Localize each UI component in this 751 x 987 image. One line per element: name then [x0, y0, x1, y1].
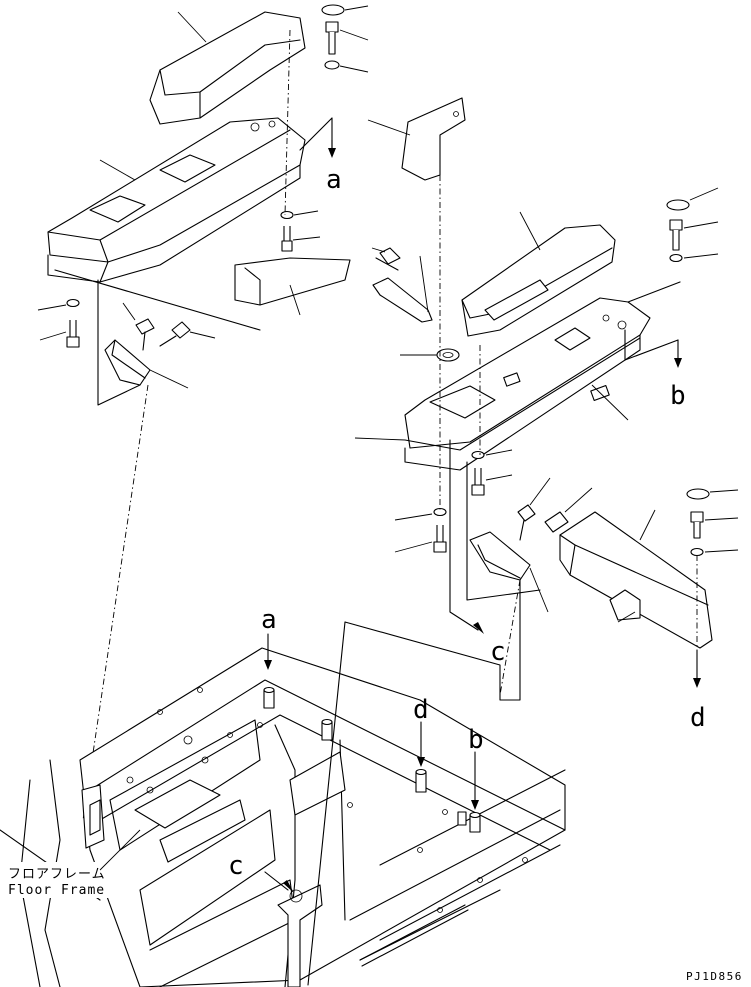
right-armrest-cover: [461, 211, 616, 337]
ref-letter-c-lower: c: [228, 851, 244, 881]
left-console-body: [47, 117, 306, 283]
right-cap-upper: [666, 187, 719, 211]
right-washer-mid: [471, 449, 513, 460]
right-rear-cover: [559, 509, 713, 649]
left-bolt-stay-1: [122, 302, 155, 351]
left-bolt-stay-2: [159, 321, 216, 347]
right-bolt-upper: [669, 219, 719, 251]
floor-frame-label-jp: フロアフレーム: [8, 867, 106, 882]
rear-washer: [690, 547, 739, 557]
drawing-code: PJ1D856: [686, 970, 743, 983]
right-bolt-low: [394, 525, 447, 553]
right-washer-low: [394, 507, 447, 521]
floor-frame-label-en: Floor Frame: [8, 883, 105, 898]
left-washer-side: [37, 298, 80, 311]
right-washer-upper: [669, 253, 719, 263]
left-side-bracket: [234, 257, 351, 316]
right-bolt-stay-2: [544, 487, 593, 533]
rear-cap: [686, 488, 739, 500]
ref-letter-b-lower: b: [468, 725, 484, 755]
ref-letter-a-lower: a: [261, 605, 277, 635]
ref-letter-c-upper: c: [490, 637, 506, 667]
left-cap-top: [321, 4, 369, 16]
right-lever-assembly: [371, 247, 433, 323]
ref-letter-d-lower: d: [413, 695, 429, 725]
right-bolt-mid: [471, 468, 513, 496]
left-washer-mid: [280, 210, 319, 220]
left-bolt-top: [325, 21, 369, 55]
right-bolt-stay-1: [517, 477, 551, 541]
left-stay-plate: [104, 339, 189, 389]
floor-frame: [0, 647, 566, 987]
ref-letter-a-upper: a: [326, 165, 342, 195]
left-armrest-cover: [149, 11, 306, 125]
left-bolt-mid: [281, 226, 321, 252]
left-bolt-side: [39, 320, 80, 348]
right-stay-plate: [469, 531, 549, 613]
ref-letter-d-upper: d: [690, 703, 706, 733]
rear-bolt: [690, 511, 739, 539]
left-washer-top: [324, 60, 369, 73]
right-grommet: [400, 348, 460, 362]
right-console-body: [354, 297, 651, 471]
ref-letter-b-upper: b: [670, 381, 686, 411]
right-bracket-plate: [367, 97, 466, 181]
